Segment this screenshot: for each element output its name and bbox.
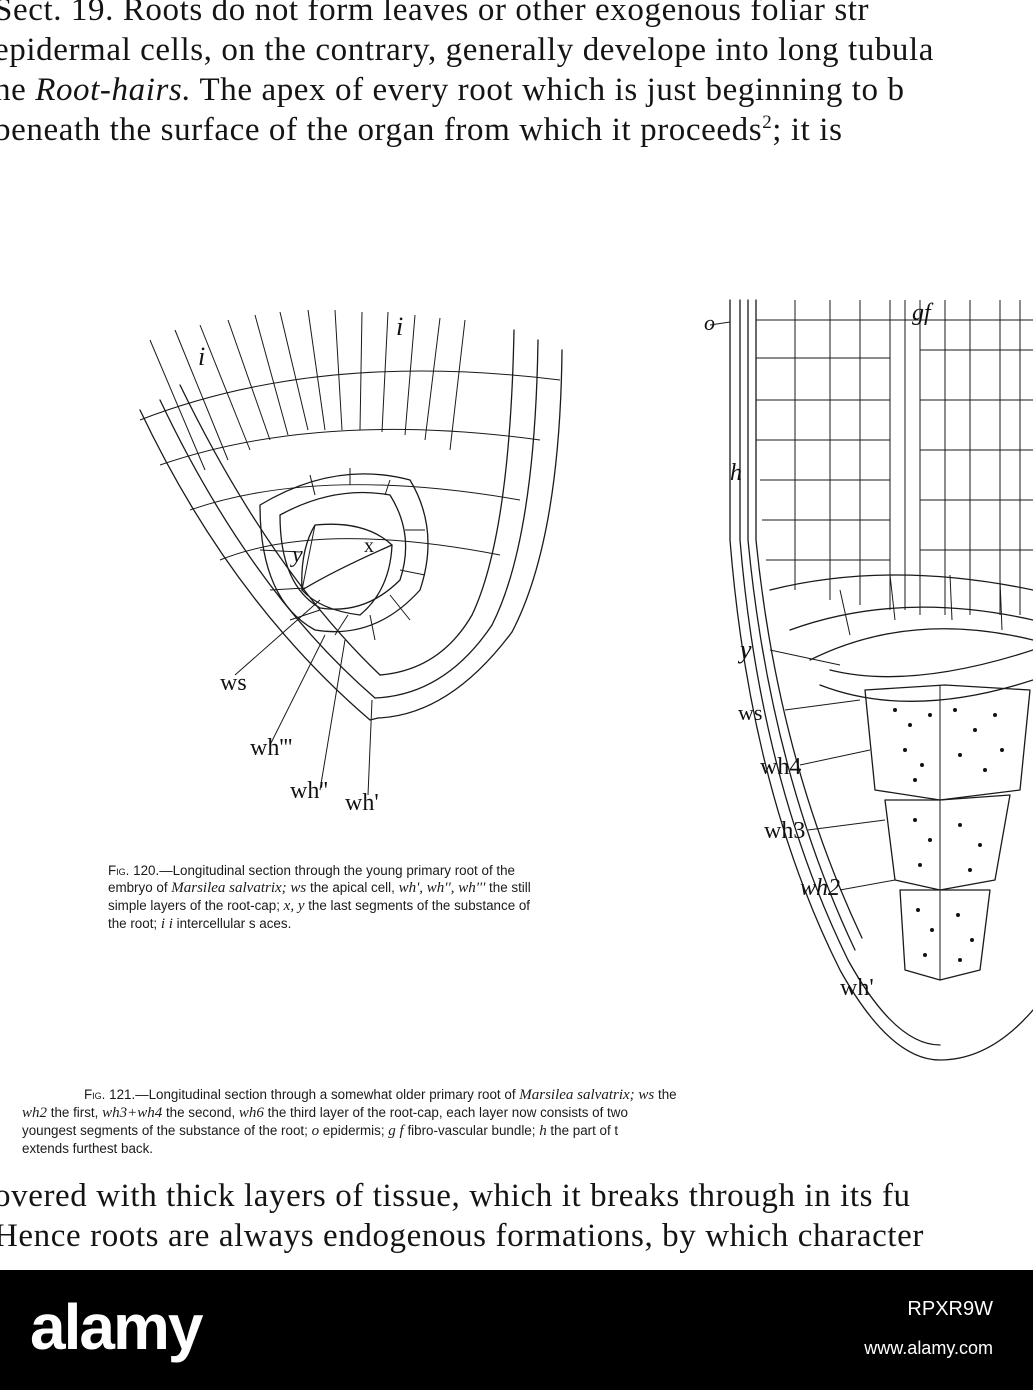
- fig121-label-o: o: [704, 310, 715, 335]
- caption-italic: h: [539, 1123, 547, 1139]
- caption-text: the: [654, 1087, 677, 1102]
- caption-text: epidermis;: [319, 1123, 389, 1138]
- body-text-bottom-line-2: Hence roots are always endogenous format…: [0, 1218, 924, 1254]
- fig121-label-wh2: wh2: [800, 875, 840, 901]
- fig120-label-wh1: wh': [345, 790, 379, 816]
- root-hairs-term: Root-hairs.: [35, 72, 192, 108]
- caption-text: the still simple layers of the root-cap;: [108, 880, 531, 913]
- fig121-label-wh1: wh': [840, 975, 874, 1001]
- fig120-label-i-left: i: [198, 342, 205, 371]
- fig121-caption-line-2: wh2 the first, wh3+wh4 the second, wh6 t…: [22, 1104, 1033, 1122]
- fig121-caption-line-3: youngest segments of the substance of th…: [22, 1122, 1033, 1140]
- body-text-line-2: epidermal cells, on the contrary, genera…: [0, 32, 935, 68]
- body-text-line-1: Sect. 19. Roots do not form leaves or ot…: [0, 0, 870, 28]
- caption-italic: wh', wh'', wh''': [398, 880, 486, 896]
- fig120-label-ws: ws: [220, 670, 247, 696]
- caption-italic: o: [311, 1123, 320, 1139]
- caption-text: intercellular s aces.: [172, 916, 292, 931]
- footer-url-link[interactable]: www.alamy.com: [864, 1338, 993, 1358]
- figure-121-drawing: o gf h y ws wh4 wh3 wh2 wh': [704, 299, 1033, 1061]
- fig121-label-h: h: [730, 460, 742, 486]
- alamy-logo[interactable]: alamy: [30, 1291, 203, 1363]
- fig121-stipple: [893, 708, 1004, 962]
- caption-text: extends furthest back.: [22, 1141, 154, 1156]
- fig120-label-wh3: wh''': [250, 735, 292, 761]
- caption-text: the last segments of the substance of th…: [108, 898, 531, 931]
- fig120-label-y: y: [290, 542, 303, 568]
- fig121-label-wh4: wh4: [760, 754, 801, 780]
- body-text-fragment: The apex of every root which is just beg…: [191, 72, 905, 108]
- image-id-label: RPXR9W: [907, 1298, 993, 1320]
- body-text-line-3: he Root-hairs. The apex of every root wh…: [0, 72, 905, 109]
- fig121-label-y: y: [737, 635, 752, 664]
- body-text-line-4: beneath the surface of the organ from wh…: [0, 112, 843, 149]
- figure-120-caption: Fig. 120.—Longitudinal section through t…: [108, 862, 548, 933]
- caption-italic: x, y: [283, 898, 305, 914]
- fig120-cell-walls: [139, 309, 563, 796]
- fig120-label-i-right: i: [396, 312, 403, 341]
- fig121-label-wh3: wh3: [764, 818, 805, 844]
- caption-text: fibro-vascular bundle;: [403, 1123, 540, 1138]
- fig121-caption-head: Fig. 121.: [84, 1087, 136, 1102]
- caption-italic: i i: [160, 916, 173, 932]
- fig121-caption-line-4: extends furthest back.: [22, 1140, 1033, 1157]
- body-text-fragment: ; it is: [772, 112, 843, 148]
- book-page: Sect. 19. Roots do not form leaves or ot…: [0, 0, 1033, 1254]
- caption-italic: wh6: [238, 1105, 264, 1121]
- caption-italic: g f: [388, 1123, 404, 1139]
- caption-text: the third layer of the root-cap, each la…: [263, 1105, 628, 1120]
- figure-121-caption: Fig. 121.—Longitudinal section through a…: [22, 1086, 1033, 1157]
- fig121-cell-walls: [709, 299, 1033, 1061]
- caption-italic: wh3+wh4: [102, 1105, 163, 1121]
- body-text-bottom-line-1: overed with thick layers of tissue, whic…: [0, 1178, 911, 1214]
- fig120-caption-head: Fig. 120.: [108, 863, 160, 878]
- caption-italic: Marsilea salvatrix; ws: [519, 1087, 655, 1103]
- caption-text: youngest segments of the substance of th…: [22, 1123, 312, 1138]
- caption-italic: Marsilea salvatrix; ws: [171, 880, 307, 896]
- fig121-caption-line-1: Fig. 121.—Longitudinal section through a…: [22, 1086, 1033, 1104]
- caption-text: the first,: [47, 1105, 103, 1120]
- caption-text: —Longitudinal section through a somewhat…: [135, 1087, 520, 1102]
- fig121-label-ws: ws: [738, 700, 762, 725]
- stock-footer-bar: alamy RPXR9W www.alamy.com: [0, 1270, 1033, 1390]
- fig120-label-wh2: wh'': [290, 778, 328, 804]
- body-text-fragment: he: [0, 72, 27, 108]
- fig120-label-x: x: [364, 535, 374, 557]
- footnote-ref: 2: [762, 112, 773, 133]
- caption-text: the apical cell,: [306, 880, 399, 895]
- caption-text: —Longitudinal section through the young …: [108, 863, 516, 895]
- body-text-fragment: beneath the surface of the organ from wh…: [0, 112, 763, 148]
- caption-italic: wh2: [22, 1105, 48, 1121]
- figure-120-drawing: i i y x ws wh''' wh'' wh': [139, 309, 563, 816]
- caption-text: the second,: [162, 1105, 239, 1120]
- fig121-label-gf: gf: [912, 300, 934, 326]
- caption-text: the part of t: [546, 1123, 619, 1138]
